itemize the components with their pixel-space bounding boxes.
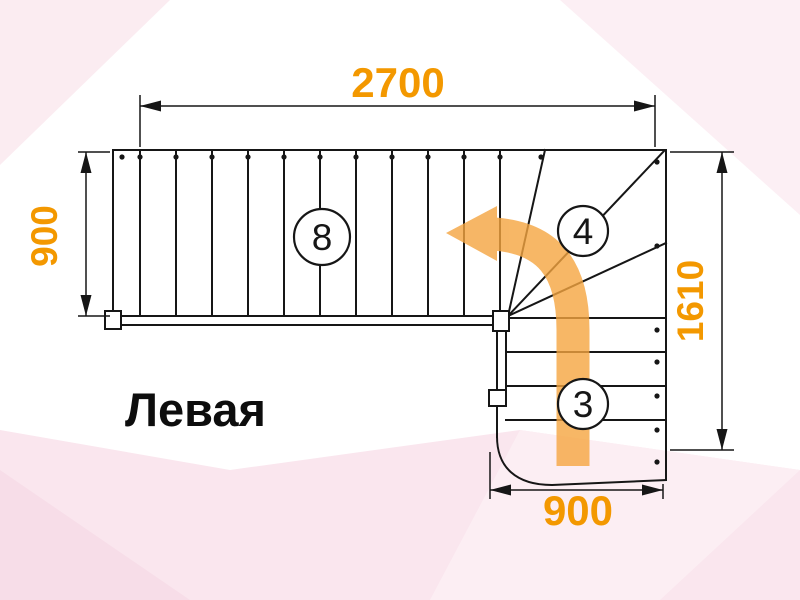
newel-post	[488, 389, 507, 407]
step-count-badge-upper: 8	[292, 207, 352, 267]
background-facet	[560, 0, 800, 215]
newel-post	[104, 310, 122, 330]
bottom-curved-edge	[495, 435, 668, 487]
background-facet	[0, 470, 190, 600]
baluster-dots	[119, 154, 660, 465]
upper-flight-step-count: 8	[312, 217, 333, 258]
walk-direction-arrow-shaft	[492, 217, 590, 466]
stringer-and-posts	[104, 310, 510, 438]
dimension-right: 1610	[670, 151, 734, 451]
step-count-badge-lower: 3	[556, 377, 610, 431]
lower-flight-step-count: 3	[573, 384, 594, 425]
walk-direction-arrow-icon	[446, 206, 590, 466]
background-facet	[0, 0, 170, 165]
drawing-title: Левая	[125, 383, 266, 436]
dimension-bottom-value: 900	[543, 487, 613, 534]
badge-circle	[556, 204, 610, 258]
dimension-left: 900	[24, 151, 110, 317]
dimension-bottom: 900	[489, 452, 664, 534]
badge-circle	[556, 377, 610, 431]
badge-circle	[292, 207, 352, 267]
newel-post	[492, 310, 510, 332]
staircase-outline	[112, 149, 668, 487]
dimension-top: 2700	[139, 59, 656, 147]
step-count-badge-winder: 4	[556, 204, 610, 258]
walk-direction-arrowhead	[446, 206, 497, 261]
winder-step-count: 4	[573, 211, 594, 252]
dimension-right-value: 1610	[670, 260, 711, 342]
dimension-top-value: 2700	[351, 59, 444, 106]
dimension-left-value: 900	[24, 205, 65, 267]
background-facet	[430, 430, 800, 600]
